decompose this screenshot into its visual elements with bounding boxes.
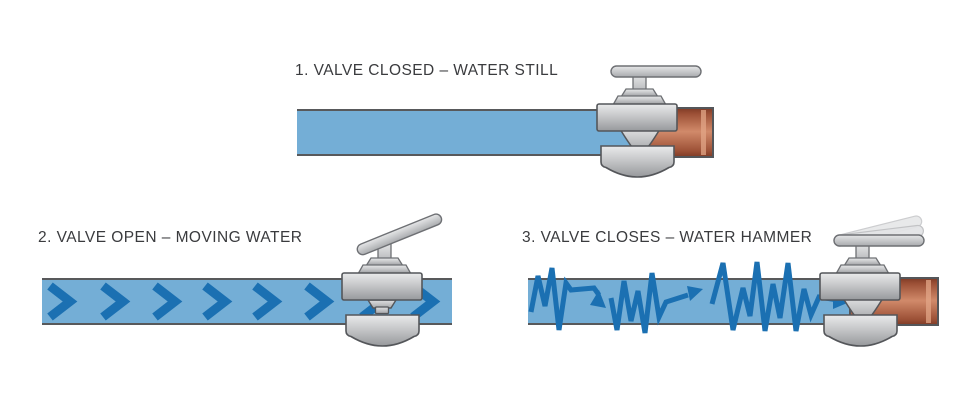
panel1-title: 1. VALVE CLOSED – WATER STILL <box>295 62 559 79</box>
pressure-wave-arrow-icon <box>709 261 839 332</box>
panel-1-art <box>297 65 714 178</box>
valve-handle <box>610 65 702 78</box>
panel2-title: 2. VALVE OPEN – MOVING WATER <box>38 229 303 246</box>
valve-body <box>819 242 901 347</box>
pressure-wave-arrow-icon <box>528 267 602 331</box>
valve-handle-open <box>354 211 444 258</box>
gate-valve-open-icon <box>341 211 444 347</box>
water-pipe <box>297 109 648 156</box>
pressure-wave-arrow-icon <box>608 272 689 334</box>
pipe-end-highlight <box>701 110 706 155</box>
panel-2-art <box>42 211 452 347</box>
valve-body <box>596 73 678 178</box>
valve-body <box>341 242 423 347</box>
pipe-end-highlight <box>926 280 931 323</box>
panel3-title: 3. VALVE CLOSES – WATER HAMMER <box>522 229 813 246</box>
arrowhead-up-right <box>687 286 703 301</box>
valve-wedge-tip <box>374 306 390 315</box>
panel-3-art <box>528 214 939 347</box>
pressure-wave-arrows <box>528 261 852 334</box>
valve-handle-closing <box>833 234 925 247</box>
arrowhead-down-right <box>590 290 606 308</box>
